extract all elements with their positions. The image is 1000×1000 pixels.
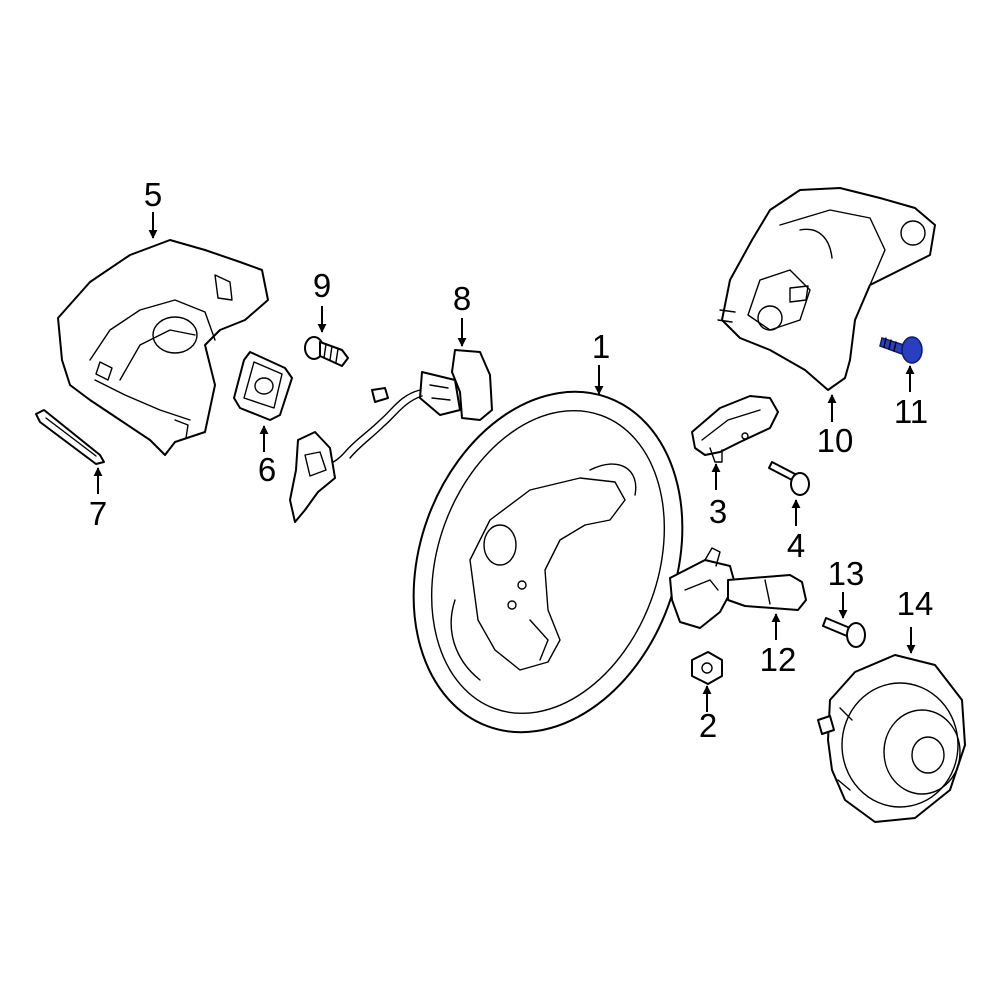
part-1-steering-wheel[interactable] (368, 354, 728, 770)
part-9-screw[interactable] (304, 336, 349, 367)
callout-10: 10 (817, 422, 854, 459)
part-2-nut[interactable] (691, 651, 723, 685)
part-8-wiring-harness[interactable] (289, 349, 493, 523)
callout-1: 1 (592, 328, 610, 365)
callout-5: 5 (144, 176, 162, 213)
callout-8: 8 (453, 280, 471, 317)
callout-12: 12 (760, 641, 797, 678)
part-12-stalk-switch[interactable] (669, 547, 807, 629)
callout-6: 6 (258, 451, 276, 488)
callout-13: 13 (828, 555, 865, 592)
callout-3: 3 (709, 493, 727, 530)
screw-11-head (901, 336, 923, 364)
part-5-column-cover[interactable] (57, 239, 269, 456)
callout-11: 11 (894, 393, 928, 430)
part-10-clock-spring[interactable] (717, 187, 936, 391)
part-6-switch-pad[interactable] (233, 351, 293, 421)
callout-4: 4 (787, 527, 805, 564)
callout-9: 9 (313, 267, 331, 304)
part-13-bolt[interactable] (822, 617, 866, 648)
callout-14: 14 (897, 585, 934, 622)
part-4-bolt[interactable] (768, 461, 810, 496)
part-14-airbag-module[interactable] (817, 654, 966, 823)
part-3-switch-bracket[interactable] (691, 395, 779, 463)
callout-2: 2 (699, 707, 717, 744)
callout-7: 7 (89, 495, 107, 532)
part-11-screw-highlighted[interactable] (879, 336, 923, 364)
part-7-trim-strip[interactable] (35, 409, 105, 465)
